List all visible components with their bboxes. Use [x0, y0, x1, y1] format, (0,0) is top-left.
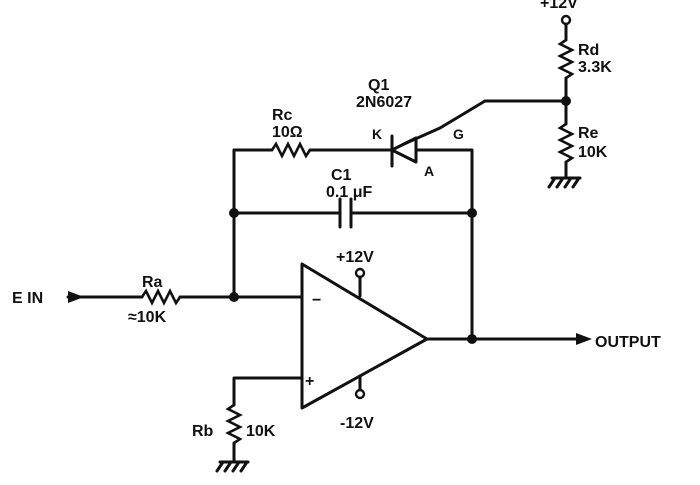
rb-value: 10K [246, 423, 276, 440]
input-label: E IN [12, 290, 43, 307]
junction-output [467, 334, 477, 344]
opamp-vpos-label: +12V [336, 249, 374, 266]
rd-label: Rd [578, 42, 599, 59]
rc-value: 10Ω [272, 124, 303, 141]
re-value: 10K [578, 144, 608, 161]
opamp-inverting-sign: − [312, 292, 321, 309]
c1-label: C1 [331, 167, 352, 184]
resistor-rb [225, 403, 243, 445]
junction-right-cap [467, 208, 477, 218]
output-label: OUTPUT [595, 334, 661, 351]
opamp-vneg-label: -12V [340, 415, 374, 432]
opamp-noninverting-sign: + [305, 373, 314, 390]
q1-label: Q1 [368, 77, 389, 94]
opamp-triangle [300, 262, 429, 410]
ground-icon-rb [215, 460, 250, 473]
re-label: Re [578, 125, 599, 142]
resistor-re [557, 122, 575, 164]
supply-top-label: +12V [540, 0, 578, 12]
q1-pin-a: A [424, 163, 434, 179]
ground-icon-re [547, 176, 582, 189]
junction-gate [561, 96, 571, 106]
resistor-rc [270, 141, 312, 159]
q1-put-symbol [390, 99, 568, 341]
q1-pin-k: K [372, 126, 382, 142]
rd-value: 3.3K [578, 59, 612, 76]
capacitor-c1 [338, 197, 353, 229]
ra-value: ≈10K [128, 309, 167, 326]
ra-label: Ra [142, 274, 163, 291]
output-arrow-head [576, 333, 592, 345]
input-arrow-head [68, 291, 84, 303]
q1-part: 2N6027 [356, 94, 412, 111]
c1-value: 0.1 μF [326, 184, 372, 201]
resistor-ra [140, 288, 182, 306]
rb-label: Rb [192, 423, 214, 440]
rc-label: Rc [272, 107, 293, 124]
q1-pin-g: G [453, 126, 464, 142]
wire-noninverting [232, 376, 304, 407]
opamp-vneg-terminal [354, 388, 366, 400]
resistor-rd [557, 38, 575, 80]
